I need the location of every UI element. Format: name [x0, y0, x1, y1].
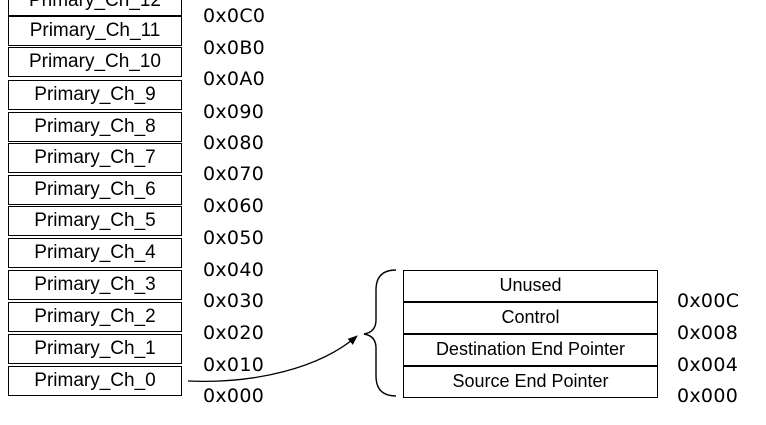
channel-offset-0x0c0: 0x0C0 [203, 5, 266, 27]
structure-field-control: Control [403, 302, 658, 334]
channel-cell-primary-ch-2: Primary_Ch_2 [8, 302, 182, 332]
channel-offset-0x030: 0x030 [203, 290, 265, 312]
channel-cell-primary-ch-12: Primary_Ch_12 [8, 0, 182, 16]
channel-offset-0x060: 0x060 [203, 195, 265, 217]
channel-offset-0x080: 0x080 [203, 132, 265, 154]
channel-cell-primary-ch-4: Primary_Ch_4 [8, 238, 182, 268]
channel-offset-0x070: 0x070 [203, 163, 265, 185]
channel-offset-0x0a0: 0x0A0 [203, 68, 266, 90]
channel-offset-0x0b0: 0x0B0 [203, 37, 266, 59]
channel-offset-0x090: 0x090 [203, 101, 265, 123]
structure-field-unused: Unused [403, 270, 658, 302]
channel-cell-primary-ch-10: Primary_Ch_10 [8, 47, 182, 77]
structure-offset-0x008: 0x008 [677, 322, 739, 344]
channel-cell-primary-ch-6: Primary_Ch_6 [8, 175, 182, 205]
structure-field-source-end-pointer: Source End Pointer [403, 366, 658, 398]
channel-cell-primary-ch-1: Primary_Ch_1 [8, 334, 182, 364]
channel-cell-primary-ch-7: Primary_Ch_7 [8, 143, 182, 173]
structure-offset-0x00c: 0x00C [677, 290, 740, 312]
structure-field-destination-end-pointer: Destination End Pointer [403, 334, 658, 366]
channel-offset-0x050: 0x050 [203, 227, 265, 249]
channel-offset-0x010: 0x010 [203, 354, 265, 376]
structure-offset-0x004: 0x004 [677, 354, 739, 376]
channel-cell-primary-ch-8: Primary_Ch_8 [8, 112, 182, 142]
curly-brace [363, 269, 397, 397]
channel-cell-primary-ch-9: Primary_Ch_9 [8, 80, 182, 110]
channel-cell-primary-ch-5: Primary_Ch_5 [8, 206, 182, 236]
channel-cell-primary-ch-0: Primary_Ch_0 [8, 366, 182, 396]
channel-offset-0x040: 0x040 [203, 259, 265, 281]
channel-cell-primary-ch-3: Primary_Ch_3 [8, 270, 182, 300]
channel-offset-0x000: 0x000 [203, 385, 265, 407]
channel-offset-0x020: 0x020 [203, 322, 265, 344]
structure-offset-0x000: 0x000 [677, 385, 739, 407]
channel-cell-primary-ch-11: Primary_Ch_11 [8, 16, 182, 46]
